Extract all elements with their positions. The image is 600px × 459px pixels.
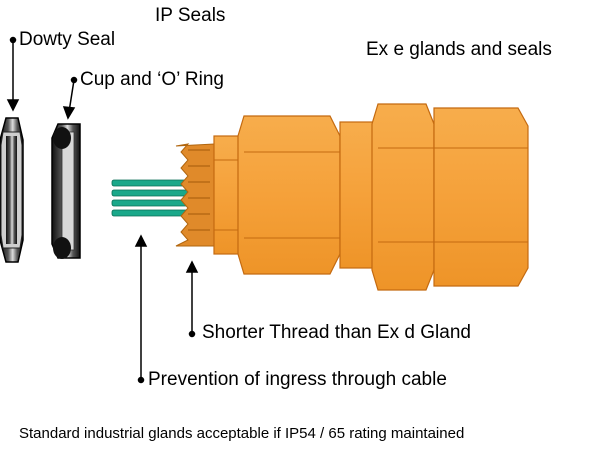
gland-thread — [175, 143, 215, 247]
dowty-seal-label: Dowty Seal — [19, 29, 116, 50]
leader-lines — [6, 36, 199, 384]
gland-body — [175, 103, 529, 291]
ip-seals-title: IP Seals — [155, 5, 226, 26]
ex-e-title: Ex e glands and seals — [366, 39, 552, 60]
cable-conductors — [111, 179, 195, 217]
prevention-label: Prevention of ingress through cable — [148, 369, 447, 390]
cup-o-ring-label: Cup and ‘O’ Ring — [80, 69, 224, 90]
shorter-thread-label: Shorter Thread than Ex d Gland — [202, 322, 471, 343]
cup-o-ring-shape — [51, 123, 81, 259]
footer-note: Standard industrial glands acceptable if… — [19, 425, 465, 442]
dowty-seal-shape — [0, 117, 24, 263]
